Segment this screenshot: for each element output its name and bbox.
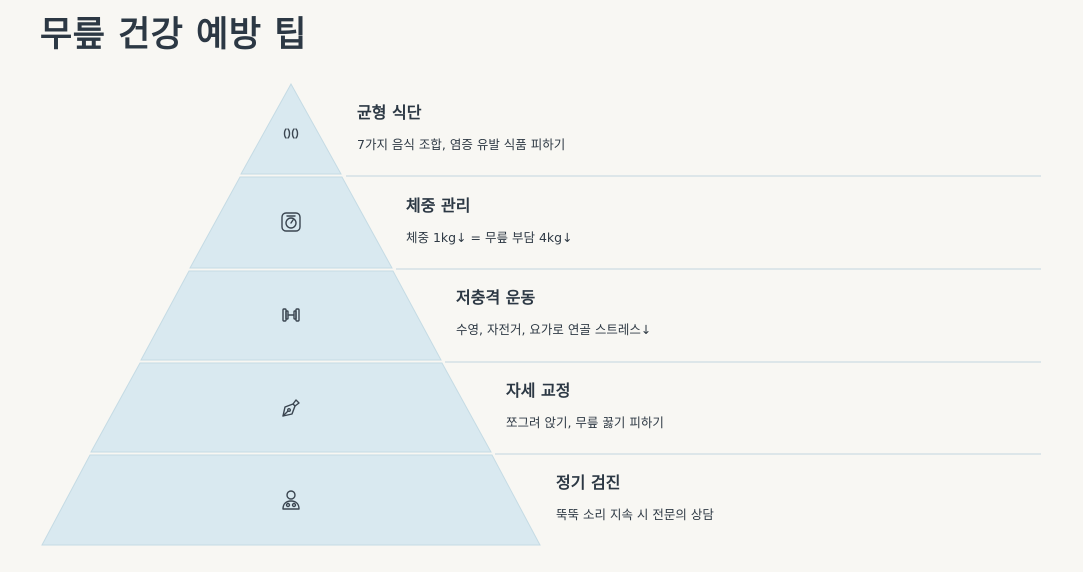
pyramid-tier-5 (41, 454, 541, 546)
scale-icon (281, 212, 301, 232)
page-title: 무릎 건강 예방 팁 (40, 15, 307, 55)
pen-nib-icon (282, 399, 300, 417)
pyramid-tier-4 (90, 362, 492, 453)
pyramid-tier-1 (240, 82, 342, 175)
tier-title: 체중 관리 (406, 196, 471, 215)
tier-text-3: 저충격 운동 수영, 자전거, 요가로 연골 스트레스↓ (456, 288, 651, 338)
tier-title: 자세 교정 (506, 381, 571, 400)
tier-description: 수영, 자전거, 요가로 연골 스트레스↓ (456, 322, 652, 337)
divider (495, 453, 1041, 455)
tier-description: 체중 1kg↓ = 무릎 부담 4kg↓ (406, 230, 573, 245)
tier-text-2: 체중 관리 체중 1kg↓ = 무릎 부담 4kg↓ (406, 196, 573, 246)
tier-description: 뚝뚝 소리 지속 시 전문의 상담 (556, 507, 714, 522)
divider (396, 268, 1041, 270)
divider (346, 175, 1041, 177)
tier-text-5: 정기 검진 뚝뚝 소리 지속 시 전문의 상담 (556, 473, 714, 523)
doctor-icon (282, 490, 300, 510)
footprints-icon (283, 128, 299, 139)
tier-text-4: 자세 교정 쪼그려 앉기, 무릎 꿇기 피하기 (506, 381, 664, 431)
tier-description: 쪼그려 앉기, 무릎 꿇기 피하기 (506, 415, 664, 430)
dumbbell-icon (282, 308, 300, 322)
tier-description: 7가지 음식 조합, 염증 유발 식품 피하기 (357, 137, 566, 152)
tier-title: 균형 식단 (357, 103, 422, 122)
tier-title: 저충격 운동 (456, 288, 536, 307)
tier-text-1: 균형 식단 7가지 음식 조합, 염증 유발 식품 피하기 (357, 103, 565, 153)
tier-title: 정기 검진 (556, 473, 621, 492)
divider (445, 361, 1041, 363)
